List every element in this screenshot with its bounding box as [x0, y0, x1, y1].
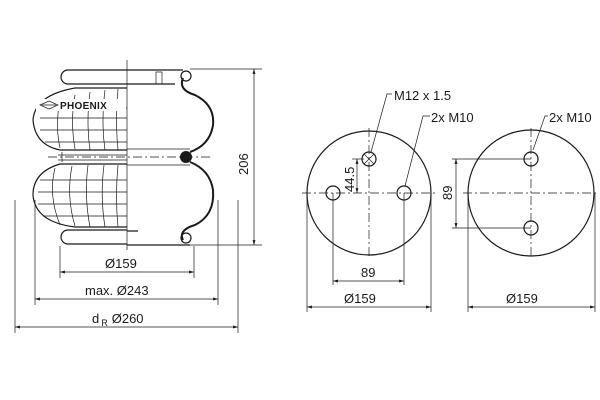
- diameter-dimension: Ø159: [344, 291, 376, 306]
- height-dimension: 206: [236, 153, 251, 175]
- offset-dimension: 44.5: [342, 167, 357, 192]
- spacing-dimension: 89: [440, 186, 455, 200]
- spacing-dimension: 89: [361, 265, 375, 280]
- diameter-dimension: Ø159: [506, 291, 538, 306]
- thread-label: M12 x 1.5: [394, 88, 451, 103]
- phoenix-logo-icon: [39, 100, 59, 110]
- brand-logo-text: PHOENIX: [60, 101, 107, 112]
- bottom-plate-view: 2x M10 89 Ø159: [440, 110, 598, 312]
- top-plate-view: M12 x 1.5 2x M10 44.5 89 Ø159: [302, 88, 474, 312]
- diameter-159-dimension: Ø159: [105, 256, 137, 271]
- bolt-label: 2x M10: [549, 110, 592, 125]
- max-diameter-dimension: max. Ø243: [85, 283, 149, 298]
- bolt-label: 2x M10: [431, 110, 474, 125]
